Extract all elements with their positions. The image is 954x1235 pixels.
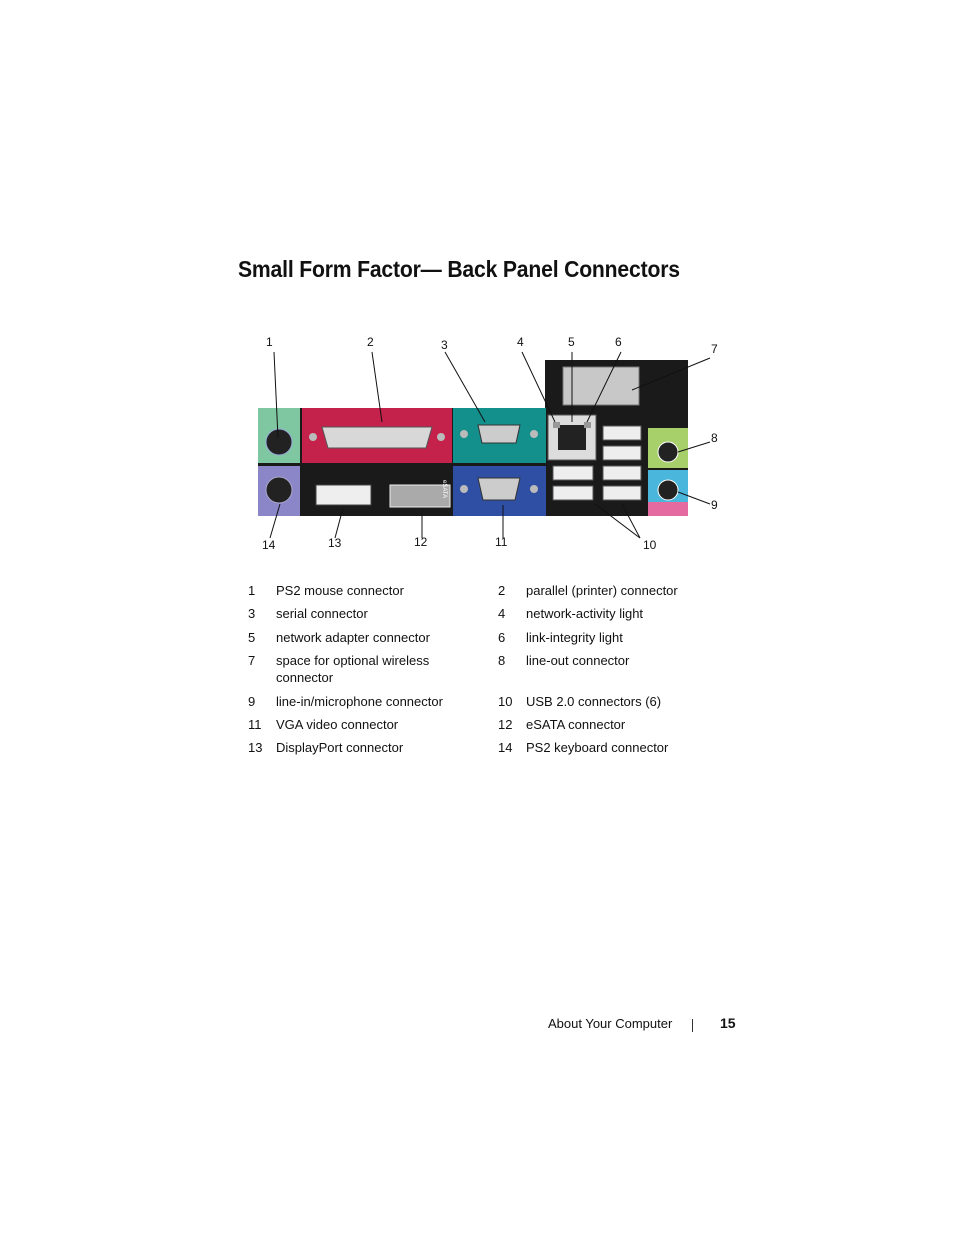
page-number: 15 [720,1015,736,1031]
legend-num: 3 [248,606,256,621]
legend-text: network adapter connector [276,630,430,645]
usb-connector [602,465,642,481]
callout-2: 2 [367,335,374,349]
callout-4: 4 [517,335,524,349]
legend-num: 5 [248,630,256,645]
callout-7: 7 [711,342,718,356]
callout-14: 14 [262,538,276,552]
legend-num: 6 [498,630,506,645]
legend-num: 8 [498,653,506,668]
legend-num: 13 [248,740,263,755]
usb-connector [602,445,642,461]
legend-text: PS2 keyboard connector [526,740,669,755]
legend-text: VGA video connector [276,717,399,732]
legend-num: 4 [498,606,506,621]
legend-num: 14 [498,740,513,755]
page-title: Small Form Factor— Back Panel Connectors [238,256,680,282]
legend-text: serial connector [276,606,368,621]
legend-text: USB 2.0 connectors (6) [526,694,662,709]
back-panel-figure: eSATA 1 2 3 4 5 [250,330,720,560]
esata-connector [389,484,451,508]
footer-separator [692,1019,693,1032]
usb-connector [602,485,642,501]
legend-text: DisplayPort connector [276,740,404,755]
displayport-connector [315,484,372,506]
ps2-keyboard-connector [265,476,293,504]
legend-text: link-integrity light [526,630,623,645]
legend-text: parallel (printer) connector [526,583,678,598]
legend-num: 11 [248,717,262,732]
callout-9: 9 [711,498,718,512]
callout-11: 11 [495,535,508,549]
network-adapter-connector [558,425,586,450]
vga-connector [477,477,521,501]
legend-num: 1 [248,583,256,598]
mic-area [648,502,688,516]
usb-connector [602,425,642,441]
legend-text: network-activity light [526,606,644,621]
network-activity-light [553,422,560,428]
line-in-connector [657,479,679,501]
esata-label: eSATA [441,480,447,498]
usb-connector [552,465,594,481]
link-integrity-light [584,422,591,428]
legend-text: PS2 mouse connector [276,583,404,598]
back-panel-diagram: eSATA 1 2 3 4 5 [258,335,718,552]
legend-num: 9 [248,694,256,709]
callout-12: 12 [414,535,428,549]
parallel-connector [321,426,433,449]
legend-text: eSATA connector [526,717,626,732]
legend-num: 2 [498,583,506,598]
callout-1: 1 [266,335,273,349]
line-out-connector [657,441,679,463]
legend-text: line-in/microphone connector [276,694,443,709]
callout-5: 5 [568,335,575,349]
legend-num: 10 [498,694,513,709]
callout-8: 8 [711,431,718,445]
callout-13: 13 [328,536,342,550]
ps2-mouse-connector [265,428,293,456]
legend-num: 12 [498,717,513,732]
callout-6: 6 [615,335,622,349]
legend-num: 7 [248,653,256,668]
footer-section-title: About Your Computer [548,1016,673,1031]
usb-connector [552,485,594,501]
callout-3: 3 [441,338,448,352]
callout-10: 10 [643,538,657,552]
serial-connector [477,424,521,444]
legend-text: line-out connector [526,653,630,668]
usb-connectors [552,425,642,501]
wireless-space [562,366,640,406]
legend-text: space for optional wireless connector [276,653,430,685]
